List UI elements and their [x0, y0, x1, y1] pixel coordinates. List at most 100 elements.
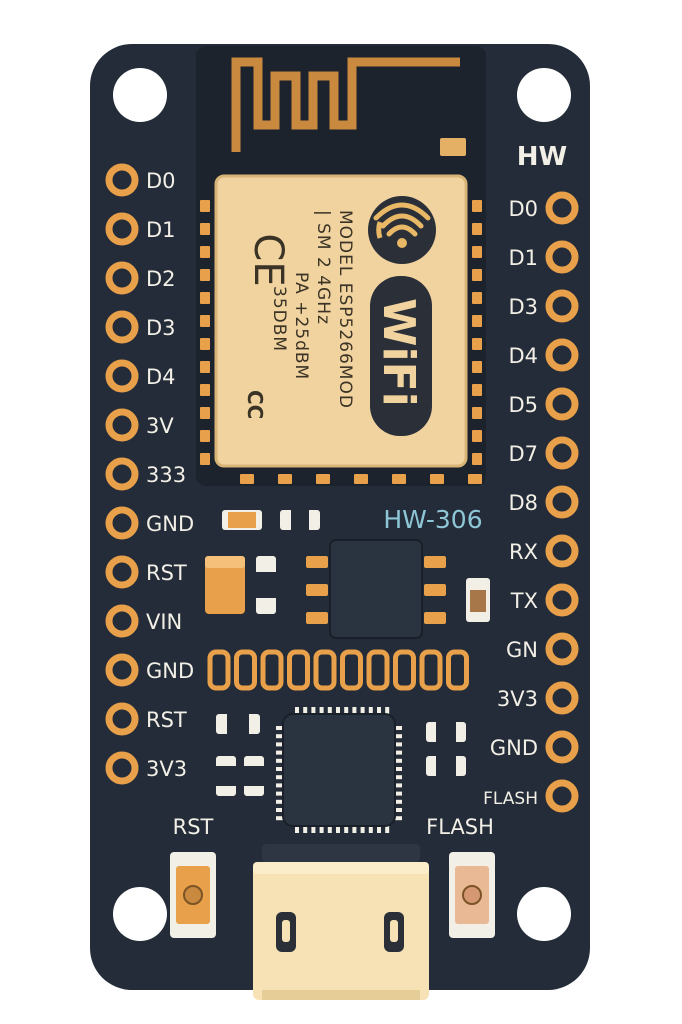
left-pin-10[interactable]	[105, 653, 139, 687]
left-pin-label: RST	[146, 561, 187, 585]
left-pin-6[interactable]	[105, 457, 139, 491]
left-pin-0[interactable]	[105, 163, 139, 197]
right-pin-10[interactable]	[545, 681, 579, 715]
rst-button[interactable]	[170, 852, 216, 938]
qfn-pin	[360, 825, 365, 833]
right-pin-label: D7	[508, 442, 538, 466]
qfn-pin	[368, 707, 373, 715]
qfn-pin	[276, 734, 284, 739]
module-pad	[472, 407, 482, 419]
right-pin-label: RX	[509, 540, 538, 564]
module-pad	[200, 453, 210, 465]
smd-pad	[234, 649, 257, 691]
right-pin-0[interactable]	[545, 191, 579, 225]
module-pad	[472, 430, 482, 442]
module-pad	[472, 200, 482, 212]
module-pad	[472, 315, 482, 327]
qfn-pin	[385, 707, 390, 715]
qfn-pin	[327, 825, 332, 833]
left-pin-label: 3V3	[146, 757, 187, 781]
ce-mark: CE	[245, 233, 291, 286]
left-pin-5[interactable]	[105, 408, 139, 442]
smd-pad	[313, 649, 337, 691]
right-pin-8[interactable]	[545, 583, 579, 617]
module-pad	[200, 269, 210, 281]
tantalum-capacitor-band	[205, 556, 245, 568]
micro-usb-port[interactable]	[253, 844, 429, 1000]
module-text-line2: | SM 2 4GHz	[313, 210, 333, 325]
qfn-pin	[276, 791, 284, 796]
left-pin-label: RST	[146, 708, 187, 732]
right-pin-5[interactable]	[545, 436, 579, 470]
smd-pad	[446, 649, 469, 691]
right-pin-label: 3V3	[497, 687, 538, 711]
right-pin-1[interactable]	[545, 240, 579, 274]
smd-pad	[366, 649, 390, 691]
left-pin-label: D0	[146, 169, 176, 193]
left-pin-9[interactable]	[105, 604, 139, 638]
smd-resistor-5-body	[244, 766, 264, 786]
mounting-hole-top-right	[517, 68, 571, 122]
smd-resistor-6-body	[436, 722, 456, 742]
right-pin-6[interactable]	[545, 485, 579, 519]
left-pin-1[interactable]	[105, 212, 139, 246]
left-pin-4[interactable]	[105, 359, 139, 393]
qfn-pin	[319, 707, 324, 715]
right-pin-7[interactable]	[545, 534, 579, 568]
mounting-hole-bottom-left	[113, 887, 167, 941]
qfn-pin	[394, 726, 402, 730]
qfn-pin	[368, 825, 373, 833]
left-pin-12[interactable]	[105, 751, 139, 785]
module-pad	[472, 453, 482, 465]
smd-pad	[393, 649, 416, 691]
qfn-pin	[360, 707, 365, 715]
qfn-pin	[295, 707, 299, 715]
right-pin-4[interactable]	[545, 387, 579, 421]
right-pin-label: TX	[510, 589, 538, 613]
qfn-pin	[344, 707, 349, 715]
tantalum-capacitor	[205, 556, 245, 614]
left-pin-label: 333	[146, 463, 186, 487]
right-pin-3[interactable]	[545, 338, 579, 372]
left-pin-7[interactable]	[105, 506, 139, 540]
qfn-pin	[394, 816, 402, 821]
left-pin-2[interactable]	[105, 261, 139, 295]
qfn-pin	[352, 825, 357, 833]
module-pad	[430, 474, 444, 484]
mounting-hole-bottom-right	[517, 887, 571, 941]
qfn-pin	[276, 742, 284, 747]
left-pin-label: D1	[146, 218, 176, 242]
qfn-pin	[377, 825, 381, 833]
qfn-pin	[394, 750, 402, 755]
left-pin-8[interactable]	[105, 555, 139, 589]
right-pin-label: D1	[508, 246, 538, 270]
right-pin-2[interactable]	[545, 289, 579, 323]
module-text-line1: MODEL ESP5266MOD	[335, 210, 355, 409]
module-pad	[200, 384, 210, 396]
right-pin-label: D5	[508, 393, 538, 417]
flash-button[interactable]	[449, 852, 495, 938]
module-pad	[278, 474, 292, 484]
qfn-pin	[394, 791, 402, 796]
antenna-trace	[231, 57, 460, 152]
smd-pad	[287, 649, 310, 691]
qfn-pin	[336, 707, 340, 715]
module-text-line4: 35DBM	[269, 286, 289, 352]
qfn-pin	[311, 825, 316, 833]
smd-capacitor-1-body	[470, 590, 486, 612]
smd-resistor-1-body	[291, 510, 309, 530]
qfn-body	[282, 713, 396, 827]
left-pin-11[interactable]	[105, 702, 139, 736]
smd-resistor-2-body	[256, 572, 276, 598]
right-pin-9[interactable]	[545, 632, 579, 666]
qfn-pin	[394, 808, 402, 812]
right-pin-11[interactable]	[545, 730, 579, 764]
qfn-pin	[276, 775, 284, 780]
right-pin-12[interactable]	[545, 779, 579, 813]
qfn-pin	[352, 707, 357, 715]
qfn-pin	[295, 825, 299, 833]
smd-pad	[260, 649, 284, 691]
module-pad	[200, 338, 210, 350]
left-pin-3[interactable]	[105, 310, 139, 344]
